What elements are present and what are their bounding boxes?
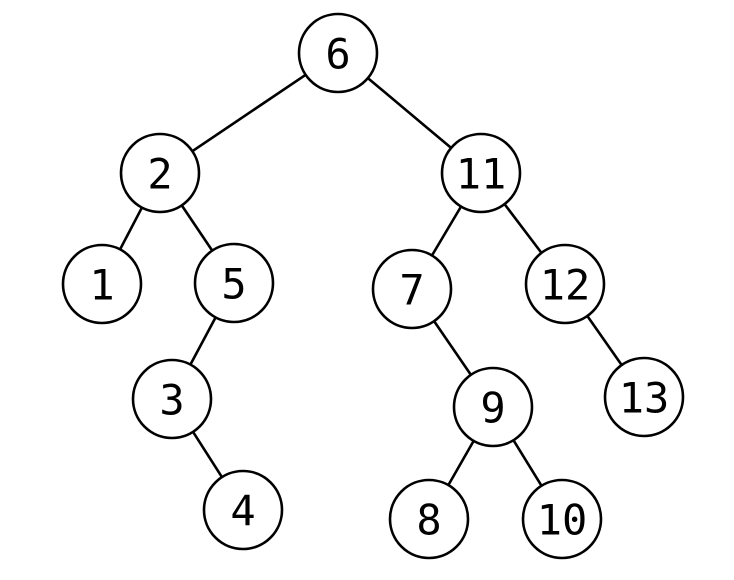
tree-edge <box>586 314 623 367</box>
node-circle <box>297 12 379 94</box>
node-circle <box>131 358 213 440</box>
node-label: 2 <box>147 150 172 199</box>
node-circle <box>440 132 522 214</box>
node-circle <box>202 469 284 551</box>
tree-node: 4 <box>202 469 284 551</box>
node-circle <box>452 366 534 448</box>
tree-edge <box>118 206 144 251</box>
tree-node: 1 <box>61 243 143 325</box>
tree-node: 10 <box>521 478 603 560</box>
node-label: 7 <box>399 266 424 315</box>
node-label: 3 <box>159 376 184 425</box>
tree-node: 9 <box>452 366 534 448</box>
tree-edge <box>432 319 473 377</box>
node-circle <box>603 356 685 438</box>
node-label: 1 <box>89 261 114 310</box>
tree-node: 11 <box>440 132 522 214</box>
node-label: 13 <box>619 374 670 423</box>
node-label: 6 <box>325 30 350 79</box>
tree-edge <box>366 76 453 150</box>
node-label: 5 <box>221 260 246 309</box>
node-circle <box>524 243 606 325</box>
tree-node: 13 <box>603 356 685 438</box>
node-circle <box>521 478 603 560</box>
node-label: 12 <box>540 261 591 310</box>
tree-node: 5 <box>193 242 275 324</box>
tree-edge <box>503 202 543 255</box>
tree-edge <box>191 430 224 479</box>
tree-edge <box>180 204 214 252</box>
node-label: 4 <box>230 487 255 536</box>
tree-edge <box>189 316 217 366</box>
node-circle <box>119 132 201 214</box>
node-circle <box>371 248 453 330</box>
node-label: 9 <box>480 384 505 433</box>
node-label: 10 <box>537 496 588 545</box>
node-circle <box>388 478 470 560</box>
tree-node: 2 <box>119 132 201 214</box>
tree-edge <box>512 438 543 488</box>
tree-node: 3 <box>131 358 213 440</box>
tree-node: 8 <box>388 478 470 560</box>
node-label: 8 <box>416 496 441 545</box>
node-circle <box>61 243 143 325</box>
node-circle <box>193 242 275 324</box>
tree-node: 12 <box>524 243 606 325</box>
tree-edge <box>447 439 475 487</box>
tree-edge <box>430 205 463 257</box>
tree-node: 7 <box>371 248 453 330</box>
tree-edges <box>118 73 623 488</box>
node-label: 11 <box>456 150 507 199</box>
tree-edge <box>191 73 307 153</box>
tree-node: 6 <box>297 12 379 94</box>
